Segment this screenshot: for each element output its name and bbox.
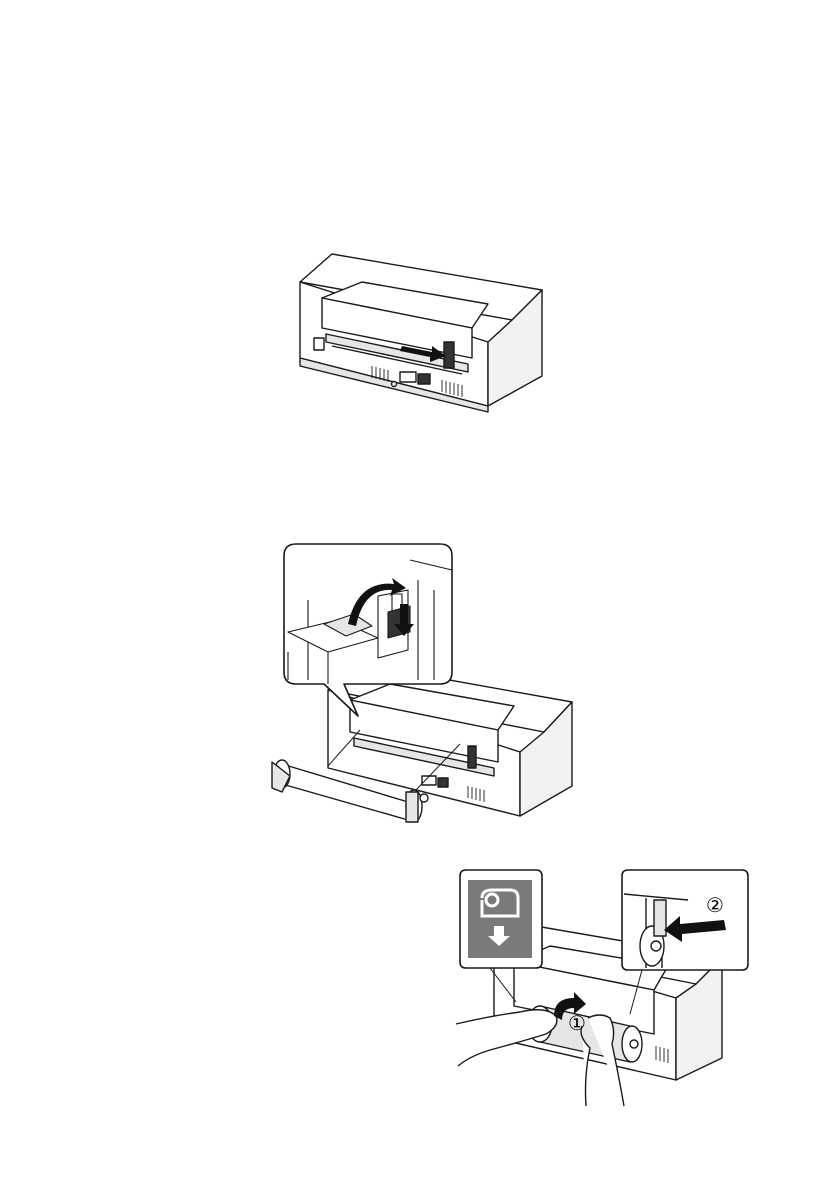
roll-holder-figure [268, 540, 578, 828]
roll-feed-drawing: ① ② [450, 866, 756, 1112]
step-2-label: ② [706, 893, 724, 917]
roll-paper-icon [468, 880, 532, 958]
printer-rear-drawing [292, 246, 548, 414]
step-1-label: ① [568, 1011, 586, 1035]
roll-holder-drawing [268, 540, 578, 828]
printer-rear-figure [292, 246, 548, 414]
roll-feed-figure: ① ② [450, 866, 756, 1112]
